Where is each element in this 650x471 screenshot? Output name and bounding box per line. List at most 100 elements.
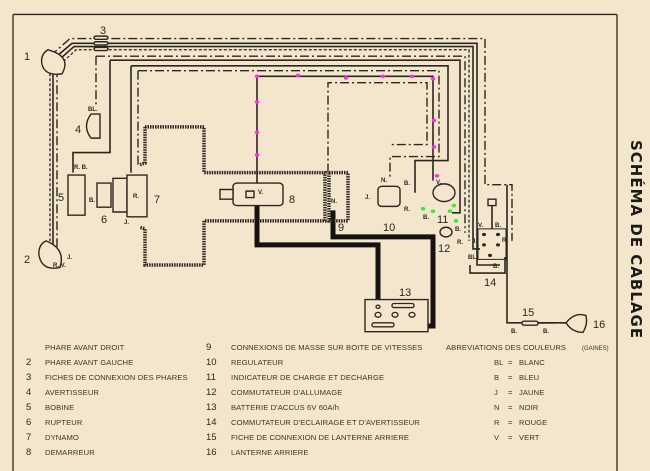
- wire: [131, 66, 448, 193]
- label-7: 7: [154, 194, 160, 206]
- wire-label: J.: [124, 220, 129, 226]
- wire-label: J.: [365, 195, 370, 201]
- svg-text:FICHE DE CONNEXION DE LANTERNE: FICHE DE CONNEXION DE LANTERNE ARRIERE: [231, 433, 409, 442]
- svg-text:BLEU: BLEU: [519, 373, 539, 382]
- wire: [96, 56, 465, 233]
- battery-cells: [372, 304, 415, 327]
- diagram-title: SCHÉMA DE CABLAGE: [627, 140, 646, 339]
- label-1: 1: [24, 51, 30, 63]
- svg-text:COMMUTATEUR D'ALLUMAGE: COMMUTATEUR D'ALLUMAGE: [231, 388, 342, 397]
- svg-text:12: 12: [206, 387, 217, 398]
- wire-label: J.: [67, 255, 72, 261]
- wire: [110, 60, 460, 213]
- wire-label: R.: [133, 194, 139, 200]
- wire-label: B.: [455, 227, 461, 233]
- svg-text:DYNAMO: DYNAMO: [45, 433, 79, 442]
- svg-text:13: 13: [206, 402, 217, 413]
- wire: [328, 83, 427, 173]
- svg-text:3: 3: [26, 372, 31, 383]
- wire: [50, 39, 512, 241]
- regulator: [378, 186, 400, 206]
- headlight-right: [42, 50, 65, 74]
- starter-nose: [220, 190, 233, 200]
- color-legend-header: ABREVIATIONS DES COULEURS: [446, 343, 566, 352]
- svg-text:AVERTISSEUR: AVERTISSEUR: [45, 388, 99, 397]
- wire-label: B.: [404, 181, 410, 187]
- svg-text:10: 10: [206, 357, 217, 368]
- engine-outline: [140, 127, 325, 265]
- starter-terminal: [246, 191, 254, 197]
- wire-label: B.: [89, 198, 95, 204]
- dynamo-body: [113, 178, 127, 212]
- svg-text:14: 14: [206, 417, 217, 428]
- label-3: 3: [100, 25, 106, 37]
- wire-label: B.: [495, 223, 501, 229]
- frame-border: [13, 14, 617, 471]
- wire: [470, 257, 505, 273]
- wire-label: R.: [457, 240, 463, 246]
- wire-label: BL.: [468, 255, 478, 261]
- svg-text:=: =: [508, 358, 513, 367]
- svg-text:=: =: [508, 418, 513, 427]
- svg-text:LANTERNE ARRIERE: LANTERNE ARRIERE: [231, 448, 309, 457]
- gearbox-ground: [329, 173, 348, 221]
- svg-text:15: 15: [206, 432, 217, 443]
- wire-label: R. B.: [74, 165, 88, 171]
- color-legend-note: (GAINES): [582, 346, 609, 352]
- label-12: 12: [438, 243, 450, 255]
- svg-text:BATTERIE D'ACCUS 6V 60A/h: BATTERIE D'ACCUS 6V 60A/h: [231, 403, 339, 412]
- wire-label: N.: [331, 199, 337, 205]
- svg-text:ROUGE: ROUGE: [519, 418, 547, 427]
- svg-text:B: B: [494, 373, 499, 382]
- wire-label: R.: [404, 207, 410, 213]
- wire-label: B.: [511, 329, 517, 335]
- svg-text:BL: BL: [494, 358, 504, 367]
- wire-label: V.: [258, 190, 263, 196]
- svg-text:=: =: [508, 388, 513, 397]
- svg-text:COMMUTATEUR D'ECLAIRAGE ET D'A: COMMUTATEUR D'ECLAIRAGE ET D'AVERTISSEUR: [231, 418, 420, 427]
- label-14: 14: [484, 277, 496, 289]
- label-4: 4: [75, 124, 81, 136]
- label-8: 8: [289, 194, 295, 206]
- headlight-connectors: [94, 36, 108, 50]
- svg-text:NOIR: NOIR: [519, 403, 539, 412]
- wire-label: J.: [472, 239, 477, 245]
- lighting-switch: [478, 199, 506, 259]
- wire-label: R. V.: [53, 263, 66, 269]
- svg-text:RUPTEUR: RUPTEUR: [45, 418, 83, 427]
- svg-text:6: 6: [26, 417, 31, 428]
- tail-connector: [522, 321, 538, 325]
- svg-text:=: =: [508, 403, 513, 412]
- svg-text:J: J: [494, 388, 498, 397]
- label-10: 10: [383, 222, 395, 234]
- svg-text:=: =: [508, 433, 513, 442]
- wire: [138, 71, 439, 179]
- magenta-markers: [254, 73, 440, 178]
- tail-lamp: [566, 315, 587, 333]
- wire: [52, 43, 500, 265]
- label-11: 11: [437, 214, 448, 226]
- svg-text:JAUNE: JAUNE: [519, 388, 544, 397]
- horn: [87, 114, 101, 138]
- wire: [73, 60, 110, 172]
- wire: [507, 185, 555, 323]
- dynamo: [127, 175, 147, 217]
- svg-text:INDICATEUR DE CHARGE ET DECHAR: INDICATEUR DE CHARGE ET DECHARGE: [231, 373, 384, 382]
- diagram-labels: 1 2 J. R. V. 3 4 BL. 5 R. B. B. R. J. 6 …: [24, 25, 605, 335]
- svg-text:5: 5: [26, 402, 31, 413]
- legend-colors: ABREVIATIONS DES COULEURS (GAINES) BL = BL…: [446, 343, 609, 442]
- svg-text:2: 2: [26, 357, 31, 368]
- svg-text:PHARE AVANT DROIT: PHARE AVANT DROIT: [45, 343, 125, 352]
- wire-label: B.: [493, 264, 499, 270]
- headlight-left: [39, 241, 61, 268]
- label-2: 2: [24, 254, 30, 266]
- wire-label: B.: [543, 329, 549, 335]
- wire-label: B.: [423, 215, 429, 221]
- label-15: 15: [522, 307, 534, 319]
- coil: [68, 175, 85, 215]
- wire-label: V.: [478, 223, 483, 229]
- svg-text:FICHES DE CONNEXION DES PHARES: FICHES DE CONNEXION DES PHARES: [45, 373, 188, 382]
- svg-text:=: =: [508, 373, 513, 382]
- svg-text:4: 4: [26, 387, 31, 398]
